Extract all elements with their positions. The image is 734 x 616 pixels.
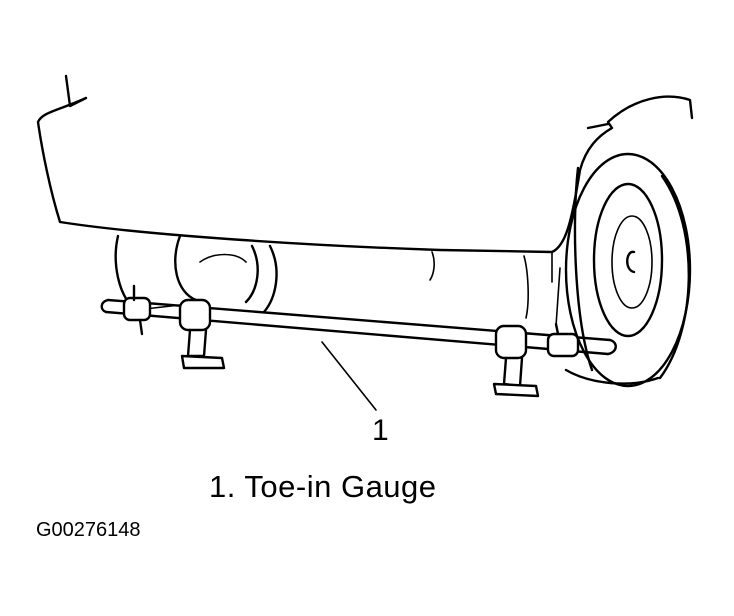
figure-caption: 1. Toe-in Gauge (209, 469, 437, 504)
vehicle-body (36, 74, 694, 327)
figure-id: G00276148 (36, 519, 141, 541)
left-pointer (122, 284, 152, 336)
right-pointer (546, 322, 580, 358)
callout-leader (321, 341, 377, 411)
near-tire (564, 152, 692, 388)
right-stand (492, 324, 540, 398)
callout-number: 1 (372, 414, 389, 447)
left-stand (178, 298, 226, 370)
